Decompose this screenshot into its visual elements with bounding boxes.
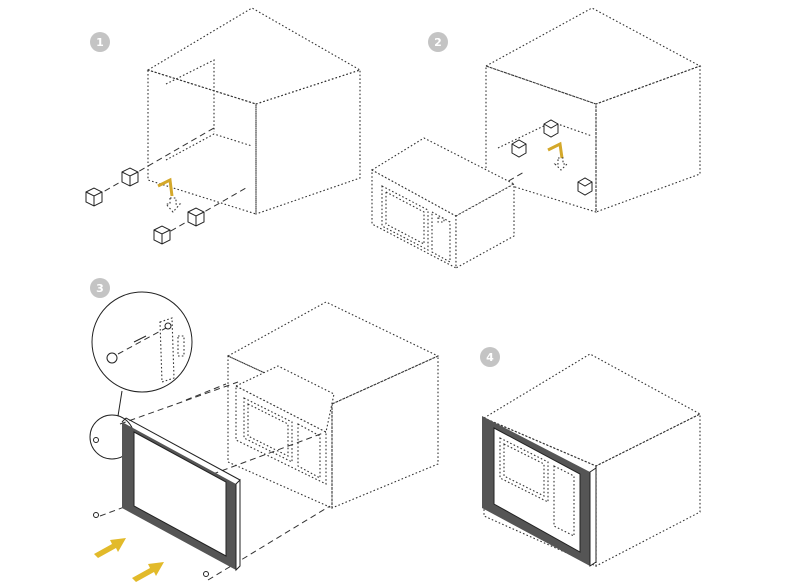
svg-text:2: 2 xyxy=(434,36,442,49)
spacer-block-5 xyxy=(511,139,527,158)
down-arrow-icon xyxy=(553,157,569,171)
step-1-badge: 1 xyxy=(90,32,110,52)
screw-icon xyxy=(93,437,209,577)
microwave-2 xyxy=(370,137,516,269)
push-arrow-icon xyxy=(94,538,164,582)
detail-magnifier xyxy=(89,291,193,460)
svg-text:3: 3 xyxy=(96,282,104,295)
svg-text:4: 4 xyxy=(486,351,494,364)
svg-text:1: 1 xyxy=(96,36,104,49)
microwave-3 xyxy=(234,365,335,485)
step-2-panel: 2 xyxy=(370,7,702,269)
step-1-panel: 1 xyxy=(85,7,362,245)
spacer-block-4 xyxy=(153,225,171,245)
installed-trim-frame xyxy=(482,416,597,567)
step-4-badge: 4 xyxy=(480,347,500,367)
bracket-icon xyxy=(157,177,174,197)
down-arrow-icon xyxy=(164,197,182,213)
step-2-badge: 2 xyxy=(428,32,448,52)
mounting-guide-lines xyxy=(95,127,247,237)
trim-frame xyxy=(121,417,241,572)
step-3-badge: 3 xyxy=(90,278,110,298)
step-3-panel: 3 xyxy=(89,278,440,582)
installed-microwave xyxy=(499,437,575,537)
spacer-block-6 xyxy=(543,119,559,138)
cabinet-2 xyxy=(484,7,702,213)
step-4-panel: 4 xyxy=(480,347,702,567)
spacer-block-2 xyxy=(121,167,139,187)
cabinet-1 xyxy=(146,7,362,215)
spacer-block-7 xyxy=(577,177,593,196)
bracket-icon xyxy=(547,141,564,159)
spacer-block-3 xyxy=(187,207,205,227)
spacer-block-1 xyxy=(85,187,103,207)
